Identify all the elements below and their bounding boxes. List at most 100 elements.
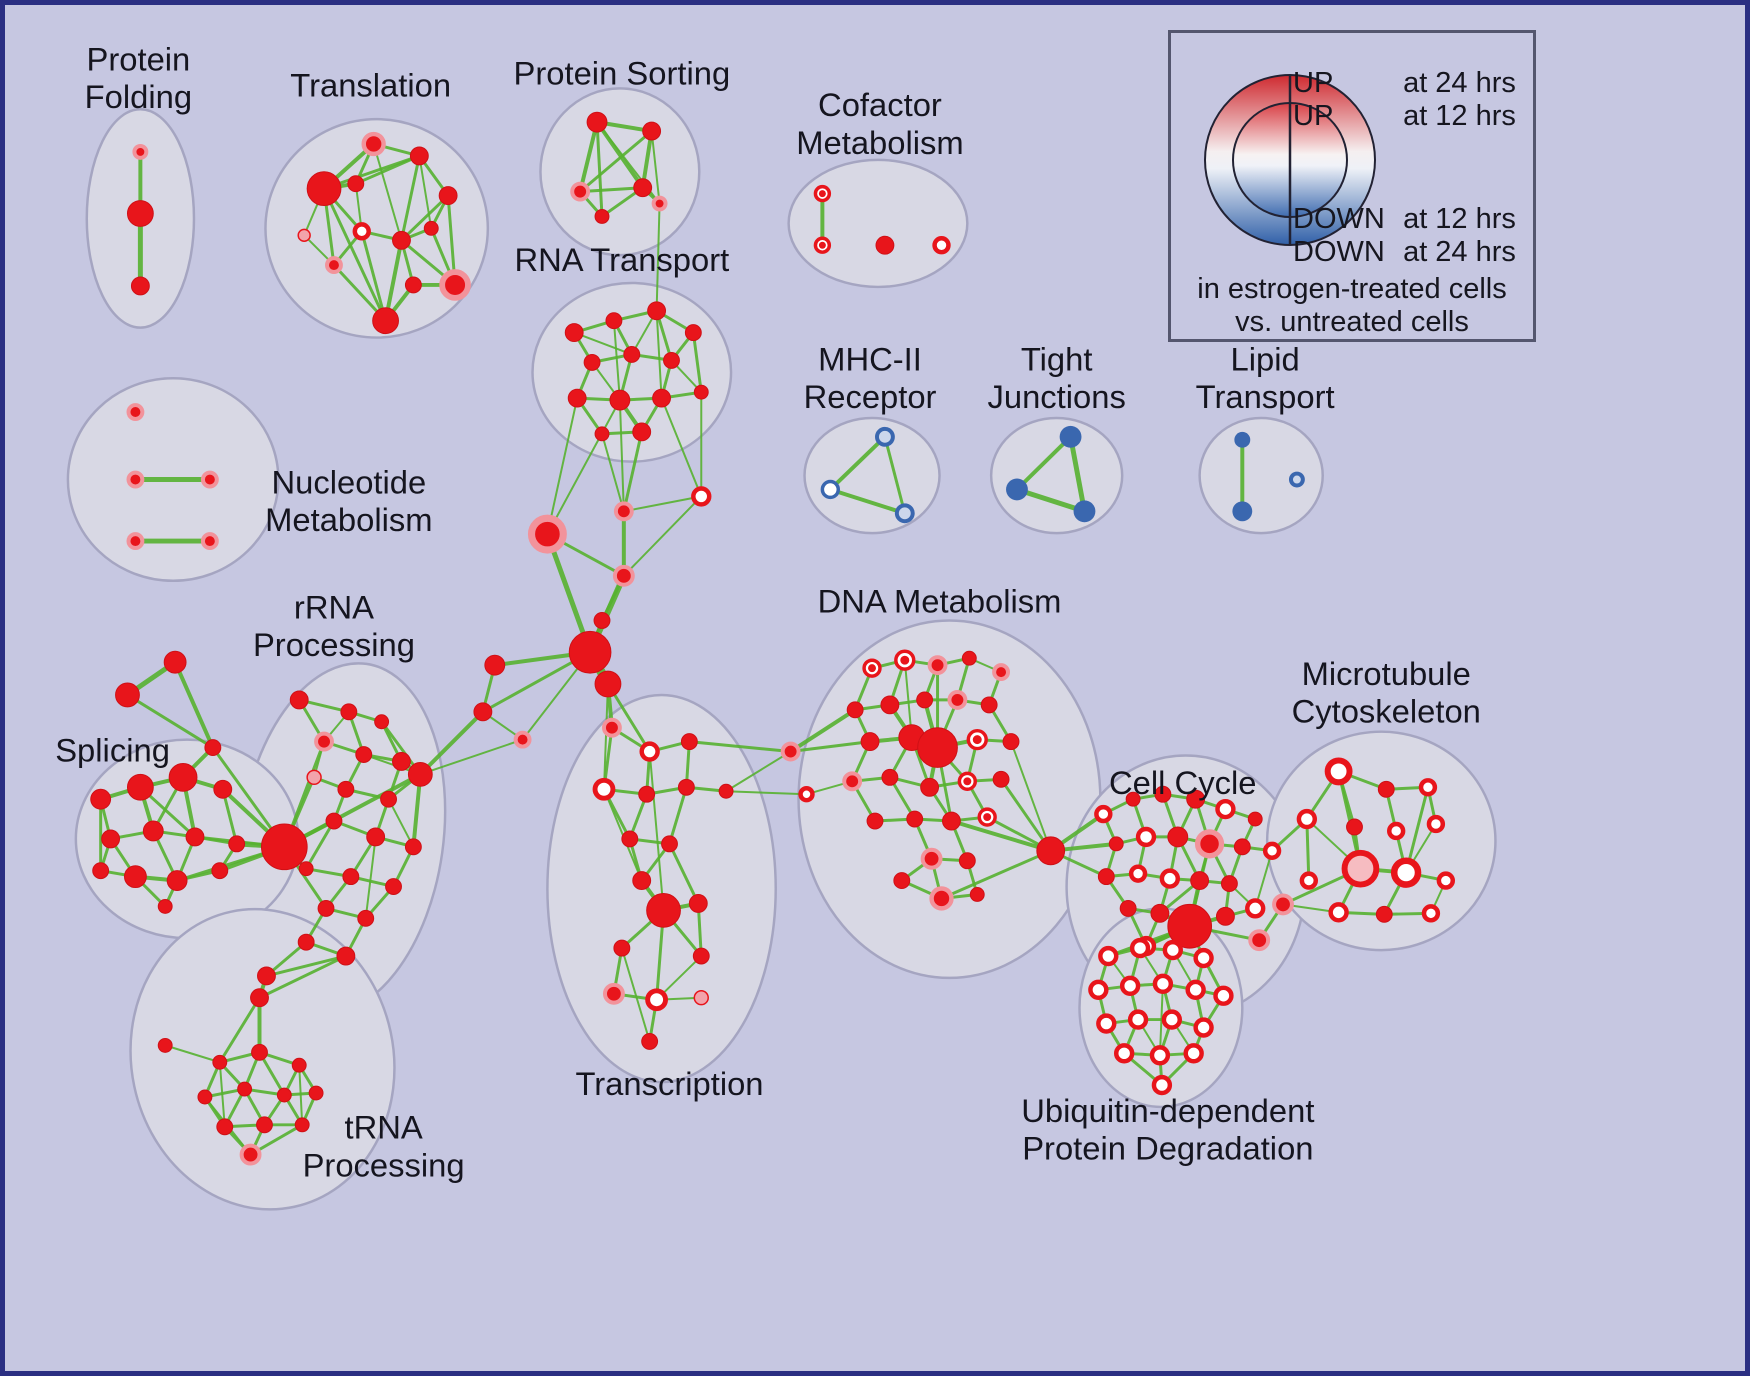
gene-node-up	[1375, 905, 1393, 923]
gene-node-up	[661, 835, 678, 853]
gene-node-up	[250, 988, 269, 1008]
gene-node-up-halo	[126, 532, 145, 551]
gene-node-up	[204, 739, 222, 757]
gene-node-up24-down12	[1262, 841, 1282, 860]
gene-node-up	[646, 892, 681, 928]
gene-node-up	[317, 899, 335, 917]
gene-node-up	[652, 388, 671, 408]
network-edge	[949, 819, 1053, 853]
gene-node-up	[1377, 780, 1395, 798]
network-edge	[1305, 817, 1311, 883]
gene-node-up24-down12	[1436, 871, 1456, 890]
updown-gradient-icon	[1204, 74, 1376, 246]
gene-node-up	[1119, 899, 1137, 917]
gene-node-up-weak	[306, 769, 322, 786]
gene-node-up-halo	[361, 131, 386, 157]
gene-node-up	[866, 812, 884, 830]
cluster-label-transcription: Transcription	[575, 1065, 763, 1102]
gene-node-up	[613, 939, 631, 957]
network-edge	[648, 750, 665, 912]
network-edge	[218, 1061, 226, 1128]
cluster-label-rna-transport: RNA Transport	[514, 241, 729, 278]
network-edge	[612, 319, 621, 402]
gene-node-up	[325, 812, 343, 830]
network-edge	[725, 790, 808, 796]
gene-node-up	[166, 870, 188, 892]
gene-node-up	[875, 235, 895, 255]
gene-node-up	[568, 630, 612, 674]
gene-node-up24-down12	[1245, 898, 1266, 919]
network-edge	[399, 194, 450, 242]
network-edge	[258, 954, 348, 1000]
gene-node-up24-down12	[645, 988, 668, 1012]
gene-node-up	[260, 823, 308, 871]
network-edge	[668, 842, 700, 905]
network-edge	[828, 434, 887, 492]
gene-node-up-weak	[297, 228, 311, 243]
network-edge	[725, 750, 792, 793]
gene-node-up24-down12	[1088, 979, 1109, 1000]
gene-node-up	[641, 1032, 659, 1050]
gene-node-up	[92, 862, 110, 880]
network-edge	[125, 693, 215, 750]
network-edge	[655, 202, 661, 312]
gene-node-down-ring	[874, 426, 895, 447]
gene-node-up	[211, 862, 229, 880]
gene-node-up-halo	[920, 847, 943, 870]
gene-node-up	[880, 695, 900, 715]
gene-node-mixed-ring-core	[900, 655, 910, 665]
network-edge	[640, 129, 654, 190]
gene-node-up-halo	[992, 663, 1011, 682]
gene-node-up	[484, 654, 506, 676]
cluster-label-cell-cycle: Cell Cycle	[1109, 764, 1256, 801]
gene-node-up	[632, 422, 652, 442]
gene-node-up-halo	[439, 269, 471, 301]
gene-node-up	[342, 868, 360, 886]
gene-node-up24-down12	[1324, 757, 1353, 786]
gene-node-up	[163, 650, 187, 674]
gene-node-up	[168, 762, 198, 792]
network-edge	[602, 683, 609, 791]
gene-node-up	[423, 220, 439, 236]
network-edge	[578, 120, 600, 194]
gene-node-up	[407, 761, 433, 787]
gene-node-up	[392, 752, 411, 771]
gene-node-up	[692, 947, 710, 965]
gene-node-up	[1125, 791, 1141, 807]
network-edge	[372, 142, 403, 242]
gene-node-up-weak-ring	[1341, 849, 1380, 888]
network-edge	[546, 397, 579, 536]
gene-node-up	[1346, 818, 1363, 836]
network-edge	[282, 772, 423, 849]
gene-node-up	[1150, 903, 1170, 923]
gene-node-up24-down12	[1135, 826, 1157, 848]
network-edge	[622, 495, 703, 513]
gene-node-up	[237, 1081, 253, 1097]
cluster-label-translation: Translation	[290, 66, 451, 103]
gene-node-up24-down12	[639, 741, 660, 762]
network-edge	[218, 996, 261, 1064]
gene-node-up	[228, 835, 246, 853]
gene-node-up24-down12	[1185, 979, 1206, 1000]
network-edge	[578, 129, 654, 194]
gene-node-up	[846, 701, 864, 719]
gene-node-up	[693, 384, 709, 400]
gene-node-up	[1167, 903, 1213, 949]
gene-node-down	[1059, 425, 1082, 448]
gene-node-up24-down12	[1114, 1043, 1135, 1064]
network-edge	[360, 229, 388, 323]
gene-node-up	[213, 779, 233, 799]
gene-node-up	[642, 121, 662, 141]
gene-node-up24-down12	[798, 786, 815, 803]
gene-node-up24-down12	[1151, 1074, 1173, 1096]
gene-node-up	[355, 746, 373, 763]
network-edge	[383, 238, 404, 323]
network-edge	[940, 849, 1053, 900]
gene-node-up24-down12	[1421, 904, 1441, 923]
network-edge	[399, 154, 421, 242]
network-edge	[387, 798, 415, 848]
gene-node-up24-down12	[1096, 1013, 1117, 1034]
gene-node-up	[276, 1087, 292, 1103]
